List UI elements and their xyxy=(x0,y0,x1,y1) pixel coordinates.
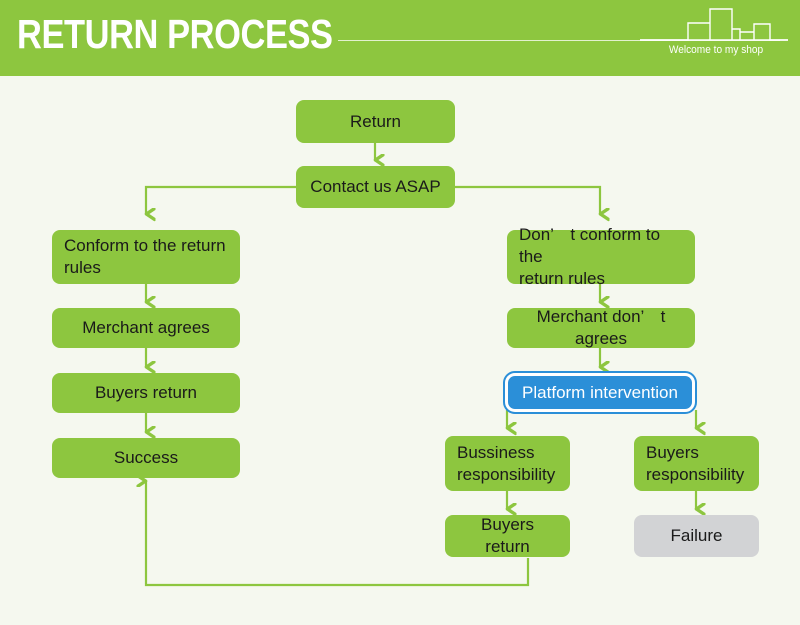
node-business-responsibility[interactable]: Bussiness responsibility xyxy=(445,436,570,491)
page-header-banner: RETURN PROCESS Welcome to my shop xyxy=(0,0,800,76)
node-buyers-responsibility[interactable]: Buyers responsibility xyxy=(634,436,759,491)
header-divider-rule xyxy=(338,40,780,41)
node-not-conform-rules-label: Don’ t conform to the return rules xyxy=(519,225,661,288)
node-buyers-responsibility-label: Buyers responsibility xyxy=(646,442,745,484)
node-success[interactable]: Success xyxy=(52,438,240,478)
node-buyers-return-right-label: Buyers return xyxy=(481,515,534,556)
node-return[interactable]: Return xyxy=(296,100,455,143)
node-buyers-return-left-label: Buyers return xyxy=(94,383,198,402)
node-conform-rules[interactable]: Conform to the return rules xyxy=(52,230,240,284)
node-platform-intervention-label: Platform intervention xyxy=(522,382,678,402)
node-contact-us-asap[interactable]: Contact us ASAP xyxy=(296,166,455,208)
node-conform-rules-label: Conform to the return rules xyxy=(64,236,226,277)
node-merchant-agrees-label: Merchant agrees xyxy=(82,318,210,337)
edge-contact-to-conform xyxy=(146,185,296,214)
node-buyers-return-left[interactable]: Buyers return xyxy=(52,373,240,413)
node-failure[interactable]: Failure xyxy=(634,515,759,557)
page-title: RETURN PROCESS xyxy=(17,11,333,57)
node-not-conform-rules[interactable]: Don’ t conform to the return rules xyxy=(507,225,695,288)
node-merchant-not-agrees-label: Merchant don’ t agrees xyxy=(536,307,666,348)
node-platform-intervention[interactable]: Platform intervention xyxy=(503,371,697,414)
node-business-responsibility-label: Bussiness responsibility xyxy=(457,442,556,484)
node-merchant-agrees[interactable]: Merchant agrees xyxy=(52,308,240,348)
node-contact-us-asap-label: Contact us ASAP xyxy=(310,177,441,196)
header-tagline: Welcome to my shop xyxy=(668,44,764,56)
city-skyline-icon xyxy=(640,8,788,41)
edge-buyers-return-loop-to-success xyxy=(146,481,530,587)
node-success-label: Success xyxy=(113,448,179,467)
node-return-label: Return xyxy=(349,111,402,131)
edge-contact-to-notconform xyxy=(455,185,600,214)
node-merchant-not-agrees[interactable]: Merchant don’ t agrees xyxy=(507,307,695,348)
node-failure-label: Failure xyxy=(670,526,723,545)
node-buyers-return-right[interactable]: Buyers return xyxy=(445,515,570,557)
